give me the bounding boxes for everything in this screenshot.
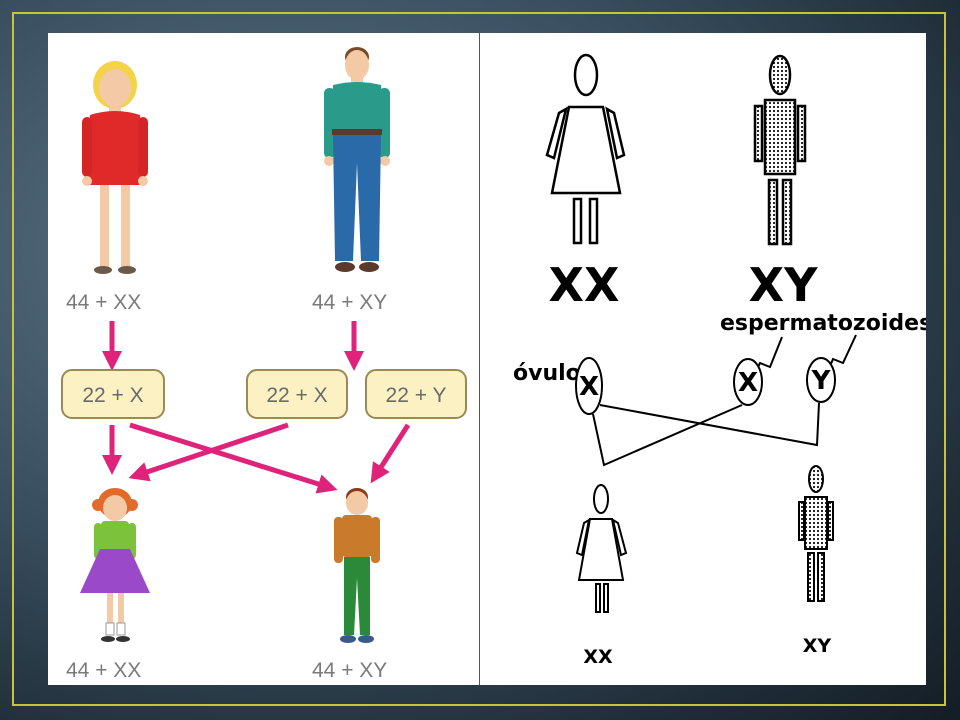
gamete-father-x-label: 22 + X [266,384,327,407]
diagram-panel: 44 + XX 44 + XY 22 + X 22 + X 22 + Y [48,33,926,685]
slide-frame [12,12,946,706]
fertilization-lines [592,402,820,467]
arrow-fy-to-son [370,423,411,484]
male-symbol [753,54,807,246]
female-symbol [545,53,626,245]
father-genotype: 44 + XY [312,291,387,314]
gamete-mother-label: 22 + X [82,384,143,407]
offspring-female-symbol [575,484,628,613]
gamete-box-father-y: 22 + Y [365,369,467,419]
inheritance-diagram: 44 + XX 44 + XY 22 + X 22 + X 22 + Y [61,47,926,682]
offspring-male-symbol [798,465,834,602]
egg-chromosome: X [579,372,599,402]
daughter-figure [80,488,150,642]
female-chromosomes: XX [549,258,620,312]
arrow-x-to-son [129,422,338,494]
son-genotype: 44 + XY [312,659,387,682]
offspring-female-chromosomes: XX [583,646,613,668]
male-chromosomes: XY [749,258,818,312]
gamete-box-mother: 22 + X [61,369,165,419]
father-figure [324,47,390,272]
sperm-y-cell: Y [806,357,836,403]
daughter-genotype: 44 + XX [66,659,141,682]
egg-caption: óvulo [513,361,581,386]
gamete-father-y-label: 22 + Y [386,384,447,407]
sperm-x-cell: X [733,358,763,406]
panel-divider [479,33,480,685]
gamete-box-father-x: 22 + X [246,369,348,419]
sperm-y-chromosome: Y [811,366,832,396]
arrow-fx-to-daughter [128,422,289,482]
egg-cell: X [575,357,603,415]
offspring-male-chromosomes: XY [803,635,832,657]
mother-genotype: 44 + XX [66,291,141,314]
sperm-x-chromosome: X [738,368,758,398]
son-figure [334,488,380,643]
mother-figure [82,61,148,274]
sperm-caption: espermatozoides [720,311,926,336]
